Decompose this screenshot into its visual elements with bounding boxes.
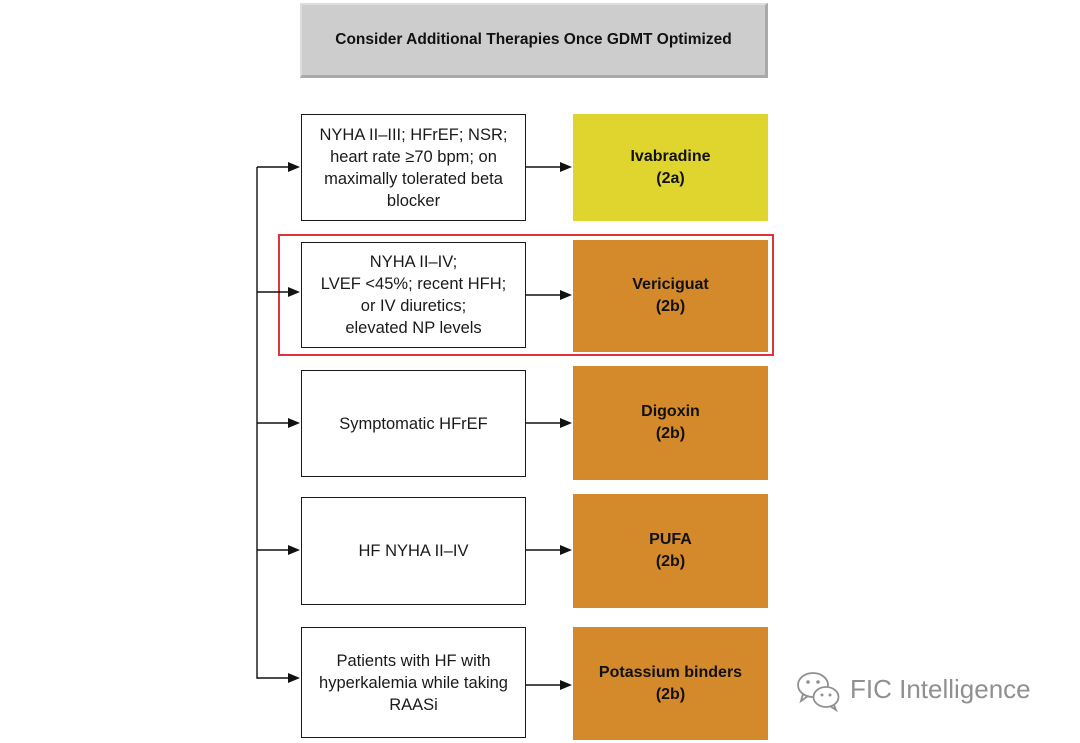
recommendation-class: (2b) bbox=[655, 685, 686, 703]
header-box: Consider Additional Therapies Once GDMT … bbox=[300, 3, 768, 78]
branch-arrow bbox=[257, 673, 300, 683]
branch-arrow bbox=[257, 162, 300, 172]
therapy-name: PUFA bbox=[649, 531, 692, 548]
branch-arrow bbox=[257, 418, 300, 428]
therapy-box-potassium-binders: Potassium binders (2b) bbox=[573, 627, 768, 740]
watermark-text: FIC Intelligence bbox=[850, 674, 1031, 704]
criteria-line: heart rate ≥70 bpm; on bbox=[330, 147, 497, 166]
criteria-box-vericiguat: NYHA II–IV; LVEF <45%; recent HFH; or IV… bbox=[301, 242, 526, 348]
therapy-name: Ivabradine bbox=[630, 147, 711, 165]
recommendation-class: (2b) bbox=[655, 425, 686, 442]
therapy-name: Digoxin bbox=[641, 403, 700, 420]
therapy-name: Vericiguat bbox=[632, 276, 709, 293]
criteria-line: hyperkalemia while taking bbox=[319, 673, 508, 692]
criteria-line: blocker bbox=[386, 191, 441, 210]
criteria-line: NYHA II–IV; bbox=[369, 253, 458, 271]
therapy-box-ivabradine: Ivabradine (2a) bbox=[573, 114, 768, 221]
criteria-to-therapy-arrow bbox=[526, 680, 572, 690]
criteria-line: maximally tolerated beta bbox=[324, 169, 503, 188]
criteria-to-therapy-arrow bbox=[526, 418, 572, 428]
criteria-line: LVEF <45%; recent HFH; bbox=[320, 275, 507, 293]
criteria-line: RAASi bbox=[389, 695, 438, 714]
criteria-line: NYHA II–III; HFrEF; NSR; bbox=[319, 125, 508, 144]
criteria-box-digoxin: Symptomatic HFrEF bbox=[301, 370, 526, 477]
therapy-box-digoxin: Digoxin (2b) bbox=[573, 366, 768, 480]
therapy-name: Potassium binders bbox=[598, 663, 743, 681]
criteria-box-ivabradine: NYHA II–III; HFrEF; NSR; heart rate ≥70 … bbox=[301, 114, 526, 221]
wechat-icon bbox=[797, 672, 840, 712]
criteria-line: HF NYHA II–IV bbox=[358, 542, 469, 560]
therapy-box-vericiguat: Vericiguat (2b) bbox=[573, 240, 768, 352]
watermark: FIC Intelligence bbox=[795, 668, 1050, 712]
recommendation-class: (2b) bbox=[655, 553, 686, 570]
therapy-box-pufa: PUFA (2b) bbox=[573, 494, 768, 608]
criteria-line: elevated NP levels bbox=[345, 319, 482, 337]
criteria-line: Symptomatic HFrEF bbox=[339, 414, 488, 433]
criteria-box-pufa: HF NYHA II–IV bbox=[301, 497, 526, 605]
criteria-box-potassium-binders: Patients with HF with hyperkalemia while… bbox=[301, 627, 526, 738]
header-title: Consider Additional Therapies Once GDMT … bbox=[335, 31, 732, 48]
criteria-to-therapy-arrow bbox=[526, 290, 572, 300]
branch-arrow bbox=[257, 545, 300, 555]
criteria-line: Patients with HF with bbox=[336, 651, 491, 670]
criteria-to-therapy-arrow bbox=[526, 162, 572, 172]
criteria-to-therapy-arrow bbox=[526, 545, 572, 555]
branch-arrow bbox=[257, 287, 300, 297]
recommendation-class: (2a) bbox=[656, 169, 685, 187]
highlight-frame bbox=[278, 234, 774, 356]
recommendation-class: (2b) bbox=[655, 298, 686, 315]
criteria-line: or IV diuretics; bbox=[360, 297, 467, 315]
